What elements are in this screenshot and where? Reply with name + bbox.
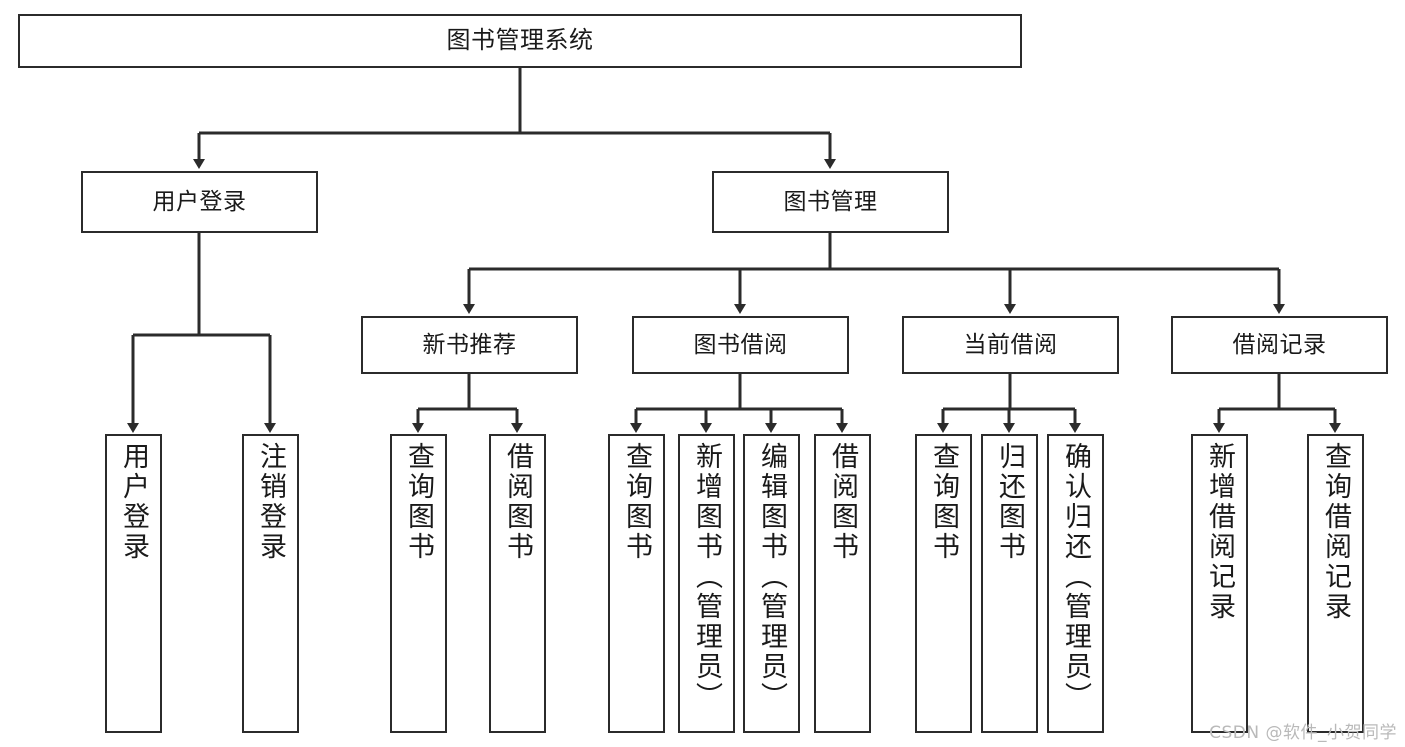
node-label: 查询图书 xyxy=(403,442,434,562)
leaf-query-book-borrow[interactable]: 查询图书 xyxy=(608,434,665,733)
leaf-query-borrow-record[interactable]: 查询借阅记录 xyxy=(1307,434,1364,733)
leaf-logout[interactable]: 注销登录 xyxy=(242,434,299,733)
node-label: 图书管理系统 xyxy=(446,26,594,55)
node-book-borrow[interactable]: 图书借阅 xyxy=(632,316,849,374)
node-label: 注销登录 xyxy=(255,442,286,562)
node-label: 借阅图书 xyxy=(827,442,858,562)
node-label: 新增借阅记录 xyxy=(1204,442,1235,622)
node-label: 借阅记录 xyxy=(1232,331,1327,358)
node-label: 确认归还（管理员） xyxy=(1060,442,1091,712)
node-root-book-management-system[interactable]: 图书管理系统 xyxy=(18,14,1022,68)
node-label: 借阅图书 xyxy=(502,442,533,562)
node-label: 新增图书（管理员） xyxy=(691,442,722,712)
leaf-return-book[interactable]: 归还图书 xyxy=(981,434,1038,733)
leaf-borrow-book-recommend[interactable]: 借阅图书 xyxy=(489,434,546,733)
leaf-add-borrow-record[interactable]: 新增借阅记录 xyxy=(1191,434,1248,733)
leaf-confirm-return-admin[interactable]: 确认归还（管理员） xyxy=(1047,434,1104,733)
leaf-borrow-book[interactable]: 借阅图书 xyxy=(814,434,871,733)
node-label: 新书推荐 xyxy=(422,331,517,358)
node-label: 图书借阅 xyxy=(693,331,788,358)
node-label: 当前借阅 xyxy=(963,331,1058,358)
node-label: 查询图书 xyxy=(928,442,959,562)
leaf-add-book-admin[interactable]: 新增图书（管理员） xyxy=(678,434,735,733)
node-user-login[interactable]: 用户登录 xyxy=(81,171,318,233)
node-label: 查询借阅记录 xyxy=(1320,442,1351,622)
node-label: 用户登录 xyxy=(118,442,149,562)
leaf-query-book-recommend[interactable]: 查询图书 xyxy=(390,434,447,733)
node-label: 图书管理 xyxy=(783,188,878,215)
node-label: 编辑图书（管理员） xyxy=(756,442,787,712)
node-label: 归还图书 xyxy=(994,442,1025,562)
leaf-user-login[interactable]: 用户登录 xyxy=(105,434,162,733)
leaf-edit-book-admin[interactable]: 编辑图书（管理员） xyxy=(743,434,800,733)
node-book-management[interactable]: 图书管理 xyxy=(712,171,949,233)
node-borrow-record[interactable]: 借阅记录 xyxy=(1171,316,1388,374)
leaf-query-book-current[interactable]: 查询图书 xyxy=(915,434,972,733)
node-label: 用户登录 xyxy=(152,188,247,215)
node-current-borrow[interactable]: 当前借阅 xyxy=(902,316,1119,374)
node-new-book-recommend[interactable]: 新书推荐 xyxy=(361,316,578,374)
node-label: 查询图书 xyxy=(621,442,652,562)
watermark: CSDN @软件_小贺同学 xyxy=(1209,723,1397,743)
